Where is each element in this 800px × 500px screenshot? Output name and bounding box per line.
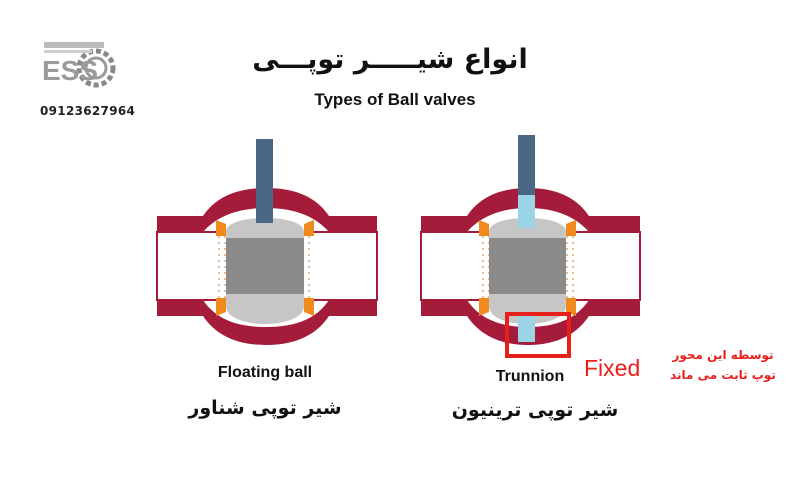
trunnion-ball-valve [420, 135, 641, 358]
valve-body [421, 300, 640, 345]
page-title-fa: انواع شیـــــر توپـــی [252, 44, 528, 75]
fixed-label: Fixed [584, 355, 641, 381]
trunnion-caption-en: Trunnion [495, 368, 565, 385]
seat-left [479, 220, 489, 316]
valve-body [157, 300, 377, 345]
valve-body [157, 188, 377, 232]
stem-upper-trunnion [518, 195, 535, 228]
stem [256, 139, 273, 223]
seat-left [216, 220, 226, 316]
seat-right [304, 220, 314, 316]
floating-ball-caption-en: Floating ball [217, 364, 313, 381]
floating-ball-caption-fa: شیر توپی شناور [188, 397, 342, 419]
floating-ball-valve [156, 139, 378, 345]
fixed-note-line-2: توپ ثابت می ماند [670, 368, 776, 382]
stem [518, 135, 535, 195]
phone-number: 09123627964 [40, 104, 136, 118]
ball-bore [226, 238, 304, 294]
page-title-en: Types of Ball valves [314, 90, 476, 109]
ball-bore [489, 238, 566, 294]
trunnion-caption-fa: شیر توپی ترینیون [451, 399, 619, 421]
gear-icon [76, 48, 116, 88]
company-logo: ESS [42, 42, 116, 88]
fixed-note-line-1: توسطه این محور [672, 348, 774, 362]
lower-trunnion [518, 316, 535, 342]
logo-text: ESS [42, 55, 98, 86]
fixed-note: توسطه این محور توپ ثابت می ماند [658, 345, 788, 385]
seat-right [566, 220, 576, 316]
fixed-highlight-box [505, 312, 571, 358]
valve-body [421, 188, 640, 232]
